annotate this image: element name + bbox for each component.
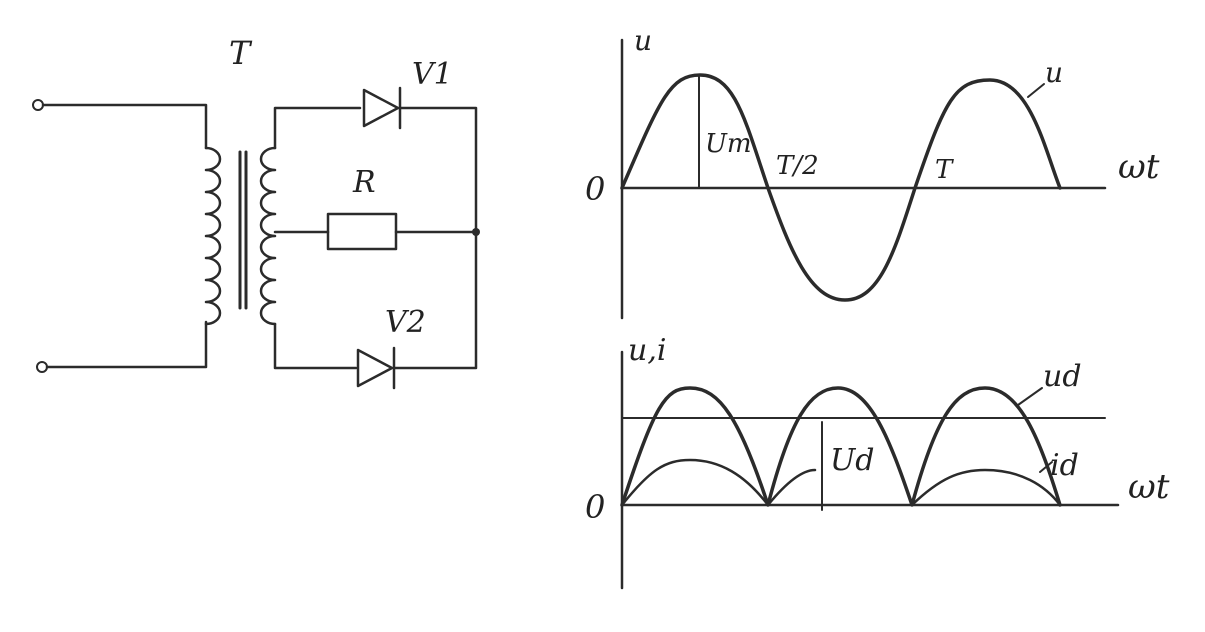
- diode-v1: [362, 86, 402, 130]
- curve-u: [620, 73, 1062, 302]
- graph-rectified: u,i ωt 0 Ud ud id: [585, 333, 1170, 590]
- primary-winding: [204, 146, 222, 326]
- input-terminal-top: [32, 99, 44, 111]
- transformer-label: T: [229, 34, 253, 72]
- diode-v2: [356, 346, 396, 390]
- bottom-origin-label: 0: [585, 488, 605, 526]
- wire-v2-out: [392, 230, 478, 370]
- diode-v1-label: V1: [412, 57, 453, 92]
- half-period-label: T/2: [776, 151, 819, 181]
- circuit-schematic: T V1 R V2: [32, 34, 480, 390]
- input-terminal-bottom: [36, 361, 48, 373]
- diode-v2-label: V2: [385, 305, 426, 340]
- curve-u-label: u: [1045, 56, 1063, 89]
- top-axis-x-label: ωt: [1118, 147, 1160, 187]
- curve-id-leader: [1039, 461, 1053, 473]
- avg-label: Ud: [830, 443, 875, 478]
- resistor-label: R: [352, 165, 376, 200]
- graph-ac-voltage: u ωt 0 Um T/2 T u: [585, 24, 1160, 320]
- curve-id: [620, 458, 1062, 507]
- wire-top-branch: [273, 106, 362, 150]
- curve-u-leader: [1027, 83, 1045, 98]
- curve-ud-label: ud: [1043, 359, 1082, 394]
- curve-id-label: id: [1050, 448, 1079, 483]
- resistor-r: [326, 212, 398, 251]
- period-label: T: [935, 155, 954, 185]
- bottom-axis-y-label: u,i: [628, 333, 666, 368]
- bottom-axis-x-label: ωt: [1128, 467, 1170, 507]
- top-origin-label: 0: [585, 170, 605, 208]
- amplitude-label: Um: [705, 129, 752, 159]
- curve-ud-leader: [1017, 387, 1043, 406]
- top-axis-y-label: u: [634, 24, 652, 57]
- input-wire-top: [41, 103, 208, 150]
- wire-v1-out: [398, 106, 478, 234]
- input-wire-bottom: [45, 320, 208, 369]
- wire-bottom-branch: [273, 322, 358, 370]
- secondary-winding: [259, 146, 277, 326]
- curve-ud: [620, 386, 1062, 507]
